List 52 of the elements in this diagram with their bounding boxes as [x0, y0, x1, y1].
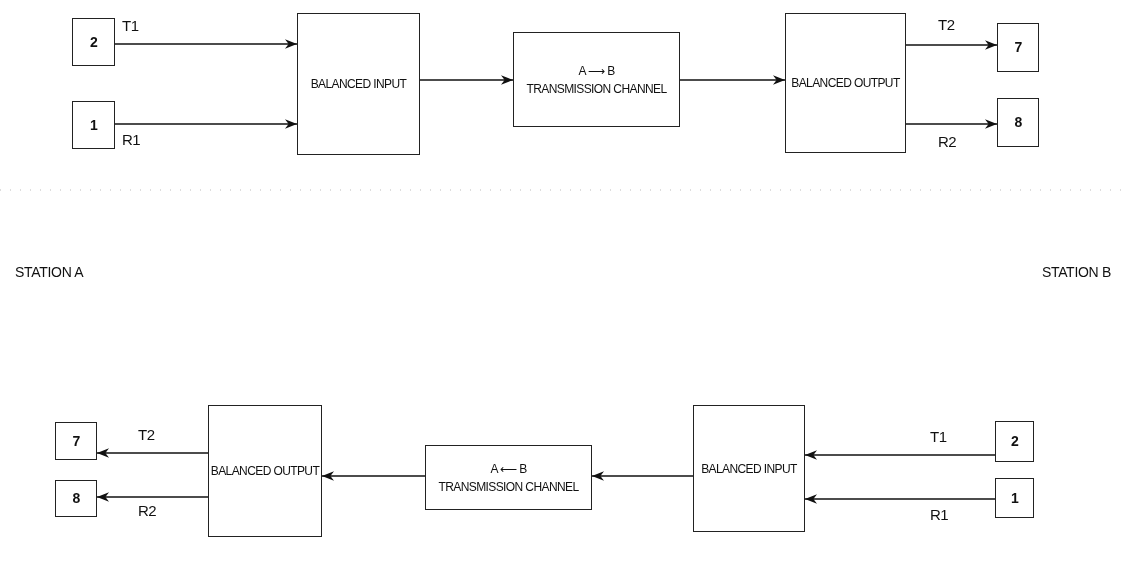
- arrow: [804, 450, 996, 460]
- arrow: [96, 492, 209, 502]
- block-label: TRANSMISSION CHANNEL: [438, 478, 579, 496]
- terminal-box: [995, 478, 1034, 518]
- signal-label: R2: [937, 134, 958, 149]
- terminal-number: 7: [1014, 38, 1022, 57]
- arrow: [419, 75, 514, 85]
- signal-label: T1: [121, 18, 140, 33]
- block-box: [785, 13, 906, 153]
- signal-label: T2: [937, 17, 956, 32]
- arrow: [679, 75, 786, 85]
- terminal-number: 8: [1014, 113, 1022, 132]
- terminal-number: 7: [72, 431, 80, 451]
- arrow: [905, 40, 998, 50]
- terminal-number: 8: [72, 489, 80, 508]
- terminal-box: [995, 421, 1034, 462]
- arrow: [804, 494, 996, 504]
- block-box: [425, 445, 592, 510]
- arrow: [321, 471, 426, 481]
- arrow: [114, 39, 298, 49]
- signal-label: R1: [929, 507, 950, 522]
- block-box: [297, 13, 420, 155]
- arrow: [591, 471, 694, 481]
- terminal-number: 2: [1010, 432, 1019, 451]
- signal-label: T2: [137, 427, 156, 442]
- station-label: STATION B: [1041, 264, 1111, 280]
- terminal-number: 2: [89, 32, 98, 52]
- block-label: TRANSMISSION CHANNEL: [526, 80, 667, 98]
- block-label: BALANCED INPUT: [701, 460, 797, 478]
- block-label: BALANCED OUTPUT: [791, 75, 900, 92]
- terminal-box: [55, 480, 97, 517]
- terminal-box: [55, 422, 97, 460]
- terminal-box: [72, 18, 115, 66]
- terminal-box: [997, 98, 1039, 147]
- block-label: A ⟵ B: [490, 460, 527, 478]
- arrow: [905, 119, 998, 129]
- block-label: A ⟶ B: [578, 62, 615, 80]
- arrow: [96, 448, 209, 458]
- block-label: BALANCED INPUT: [310, 76, 407, 93]
- terminal-number: 1: [1010, 488, 1019, 508]
- terminal-number: 1: [89, 115, 98, 135]
- signal-label: T1: [929, 429, 948, 444]
- station-label: STATION A: [15, 264, 84, 280]
- terminal-box: [72, 101, 115, 149]
- block-label: BALANCED OUTPUT: [210, 463, 320, 480]
- signal-label: R2: [137, 503, 158, 518]
- terminal-box: [997, 23, 1039, 72]
- block-box: [513, 32, 680, 127]
- arrow: [114, 119, 298, 129]
- signal-label: R1: [121, 132, 142, 147]
- block-box: [693, 405, 805, 532]
- block-box: [208, 405, 322, 537]
